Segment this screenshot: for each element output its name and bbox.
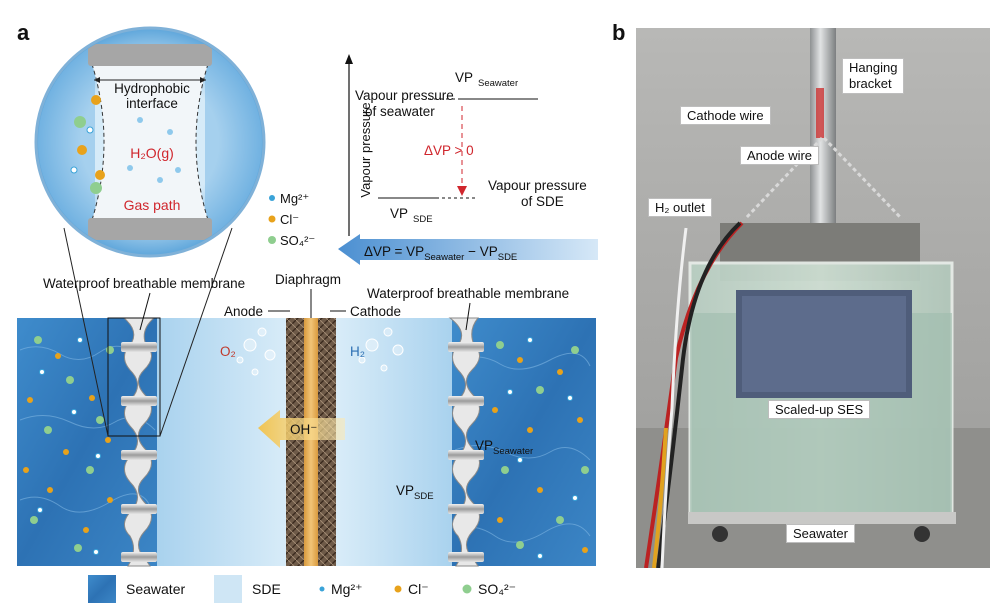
svg-text:Cl⁻: Cl⁻ — [280, 212, 299, 227]
seawater-tag: Seawater — [786, 524, 855, 543]
svg-text:Vapour pressure: Vapour pressure — [488, 178, 587, 193]
svg-text:SDE: SDE — [252, 581, 281, 597]
svg-text:Mg²⁺: Mg²⁺ — [280, 191, 309, 206]
membrane-icon — [121, 317, 157, 567]
panel-label-b: b — [612, 20, 626, 45]
svg-text:ΔVP = VPSeawater − VPSDE: ΔVP = VPSeawater − VPSDE — [364, 244, 517, 263]
hydroxide-arrow — [258, 410, 345, 448]
svg-text:Cl⁻: Cl⁻ — [408, 581, 429, 597]
diaphragm-layer — [304, 318, 318, 566]
photo-illustration — [636, 28, 990, 568]
svg-text:VP: VP — [390, 206, 408, 221]
svg-text:Waterproof breathable membrane: Waterproof breathable membrane — [43, 276, 245, 291]
h2-outlet-tag: H₂ outlet — [648, 198, 712, 217]
svg-text:Anode: Anode — [224, 304, 263, 319]
svg-text:Vapour pressure: Vapour pressure — [355, 88, 454, 103]
cathode-wire-tag: Cathode wire — [680, 106, 771, 125]
svg-text:Cathode: Cathode — [350, 304, 401, 319]
svg-text:OH⁻: OH⁻ — [290, 422, 317, 437]
magnifier-connectors — [63, 227, 233, 437]
svg-text:Waterproof breathable membrane: Waterproof breathable membrane — [367, 286, 569, 301]
svg-text:VPSeawater: VPSeawater — [475, 438, 533, 457]
svg-text:VP: VP — [455, 70, 473, 85]
bubble-icon — [236, 327, 404, 376]
svg-text:of seawater: of seawater — [365, 104, 435, 119]
svg-text:Diaphragm: Diaphragm — [275, 272, 341, 287]
hydrophobic-label-1: Hydrophobic — [114, 81, 190, 96]
experiment-photo: Hanging bracket Cathode wire Anode wire … — [636, 28, 990, 568]
gas-path-label: Gas path — [124, 197, 181, 213]
hanging-bracket-tag: Hanging bracket — [842, 58, 905, 94]
panel-a-diagram: Hydrophobic interface H₂O(g) Gas path Mg… — [17, 26, 598, 603]
svg-text:SDE: SDE — [413, 214, 433, 225]
magnifier-view: Hydrophobic interface H₂O(g) Gas path — [34, 26, 266, 258]
legend-swatch-seawater — [88, 575, 116, 603]
water-vapour-label: H₂O(g) — [130, 145, 174, 161]
anode-wire-tag: Anode wire — [740, 146, 820, 165]
svg-text:Seawater: Seawater — [126, 581, 185, 597]
hydrophobic-label-2: interface — [126, 96, 178, 111]
svg-text:VPSDE: VPSDE — [396, 483, 434, 502]
svg-text:ΔVP > 0: ΔVP > 0 — [424, 143, 474, 158]
svg-text:SO₄²⁻: SO₄²⁻ — [478, 581, 516, 597]
svg-text:SO₄²⁻: SO₄²⁻ — [280, 233, 315, 248]
svg-text:H₂: H₂ — [350, 344, 365, 359]
cathode-electrode — [318, 318, 336, 566]
scaled-up-ses-tag: Scaled-up SES — [768, 400, 871, 419]
svg-text:Mg²⁺: Mg²⁺ — [331, 581, 363, 597]
svg-text:O₂: O₂ — [220, 344, 236, 359]
legend-swatch-sde — [214, 575, 242, 603]
legend: Seawater SDE Mg²⁺ Cl⁻ SO₄²⁻ — [88, 575, 516, 603]
svg-text:Seawater: Seawater — [478, 78, 518, 89]
svg-text:of SDE: of SDE — [521, 194, 564, 209]
anode-electrode — [286, 318, 304, 566]
ion-particles-right — [492, 337, 589, 559]
membrane-icon — [448, 317, 484, 567]
cell-labels: Waterproof breathable membrane Diaphragm… — [43, 272, 569, 502]
electrolyzer-cross-section — [17, 317, 596, 567]
vp-axis-label: Vapour pressure — [358, 102, 373, 197]
vapour-pressure-graph: Vapour pressure VP Seawater Vapour press… — [338, 54, 598, 265]
ion-key: Mg²⁺ Cl⁻ SO₄²⁻ — [268, 191, 315, 248]
panel-label-a: a — [17, 20, 30, 45]
